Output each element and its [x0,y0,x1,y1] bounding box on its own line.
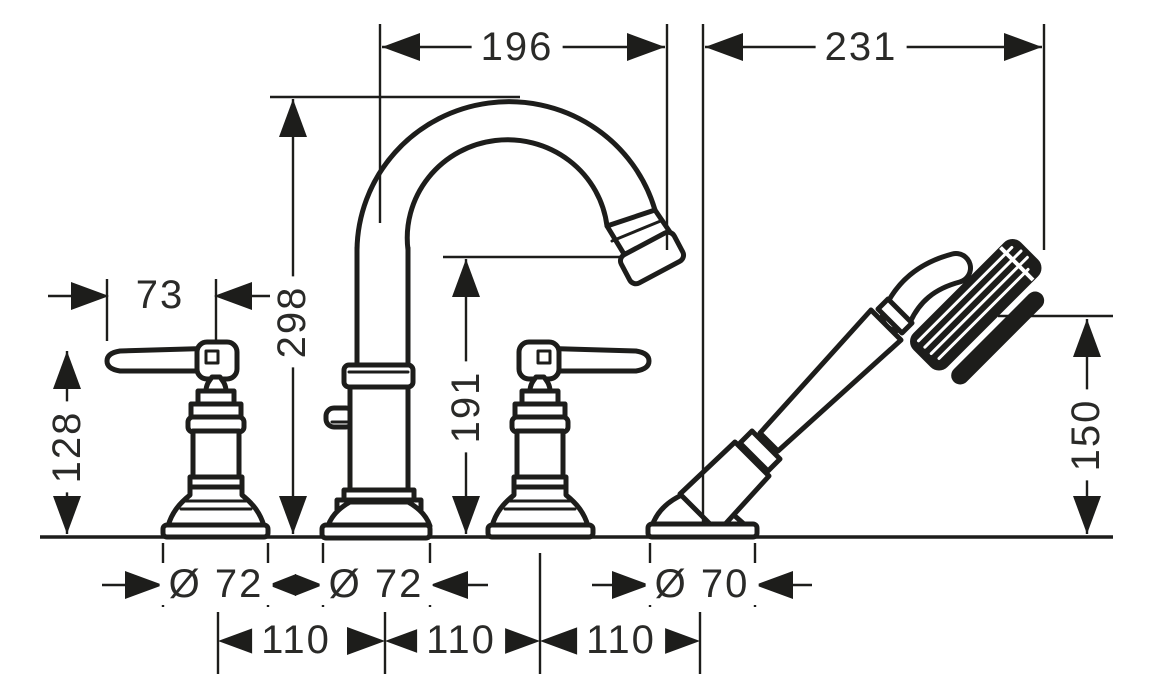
right-handle [488,342,649,537]
dim-label-pitch-middle: 110 [417,619,505,661]
shower-head [910,239,1045,385]
dim-label-pitch-left: 110 [252,619,340,661]
hand-shower [645,239,1045,540]
extension-lines [105,24,1046,524]
spout [319,99,687,541]
dim-label-holder-base-dia: Ø 70 [645,563,759,605]
left-handle [104,339,271,540]
dim-label-spout-reach: 196 [471,26,563,68]
dim-label-handle-base-dia: Ø 72 [159,563,273,605]
dim-label-handshower-height: 150 [1064,389,1108,481]
dim-label-pitch-right: 110 [577,619,665,661]
dim-label-handshower-reach: 231 [815,26,907,68]
dim-label-spout-height: 298 [270,276,314,368]
dimension-arrows [53,33,1101,655]
dim-label-handle-lever-width: 73 [126,274,194,316]
dim-label-outlet-height: 191 [444,361,488,453]
dim-label-spout-base-dia: Ø 72 [319,563,433,605]
dim-label-handle-height: 128 [45,401,89,493]
